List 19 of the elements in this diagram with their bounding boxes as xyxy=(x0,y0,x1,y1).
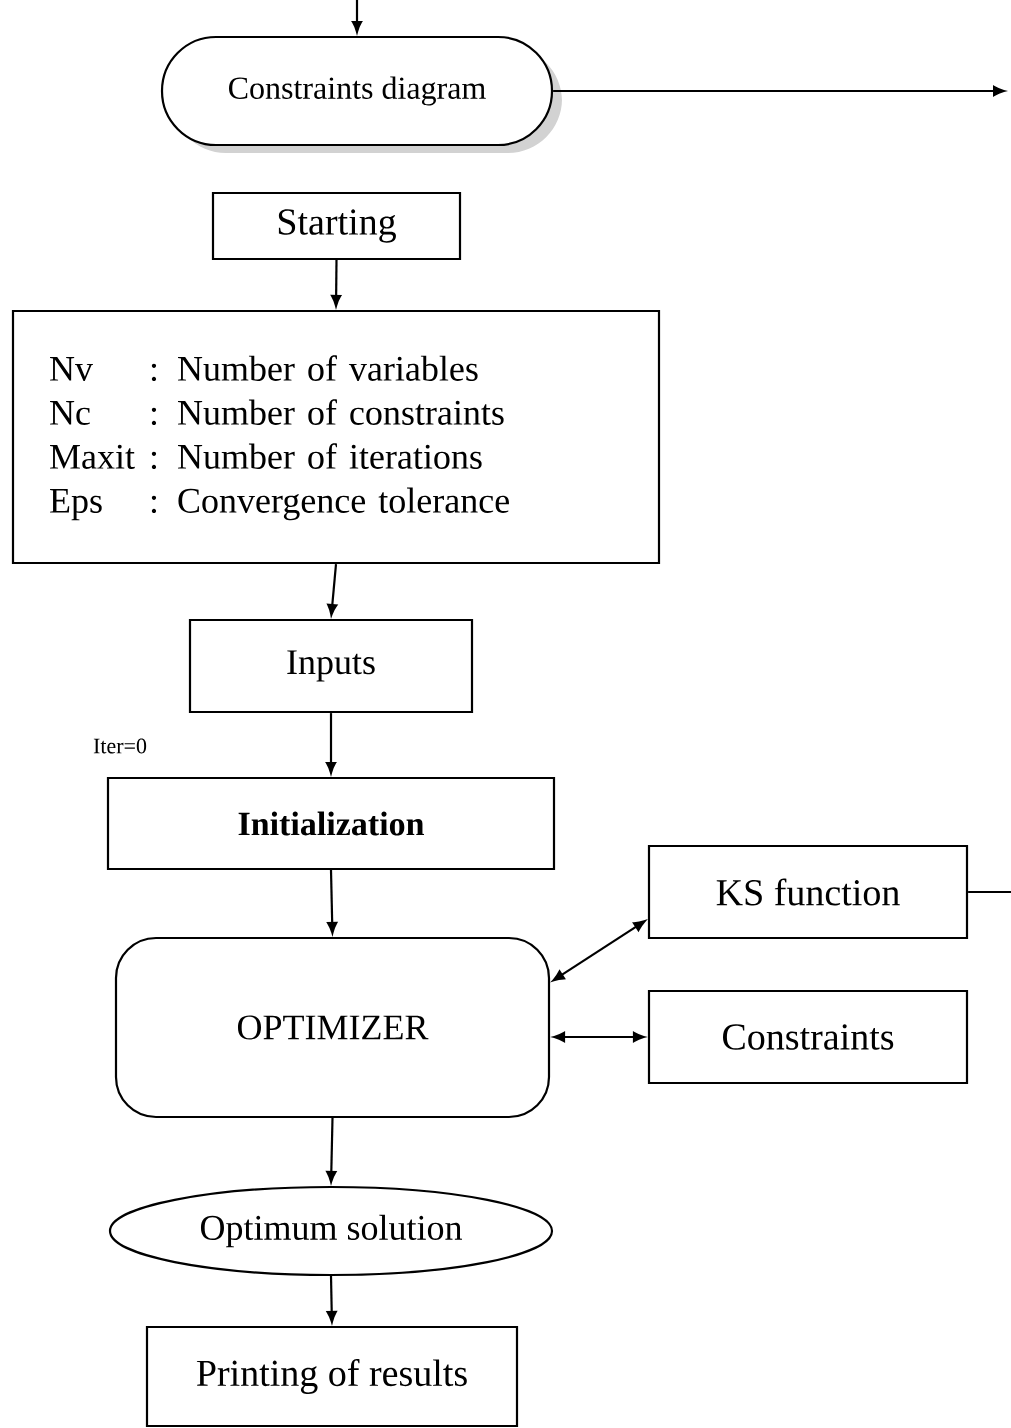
process-box: Starting xyxy=(211,191,462,261)
arrow xyxy=(326,1118,337,1183)
process-box: Initialization xyxy=(106,776,556,871)
process-box: Inputs xyxy=(188,618,474,714)
arrow xyxy=(552,920,646,982)
arrow xyxy=(351,0,363,33)
terminal-box: Constraints diagram xyxy=(160,35,562,153)
parameter-box: Nv : Number of variables Nc : Number of constraints Maxit : Number of iterations Eps : Convergence tolerance xyxy=(11,309,661,565)
annotation-text: Iter=0 xyxy=(93,738,147,754)
process-box: Printing of results xyxy=(145,1325,519,1428)
process-box: OPTIMIZER xyxy=(114,936,551,1119)
arrow xyxy=(553,1031,645,1043)
arrow xyxy=(331,260,342,307)
arrow xyxy=(327,564,338,616)
process-box: KS function xyxy=(647,844,969,940)
arrow xyxy=(325,713,337,774)
process-box: Constraints xyxy=(647,989,969,1085)
arrow xyxy=(553,85,1005,97)
arrow xyxy=(326,1276,337,1323)
